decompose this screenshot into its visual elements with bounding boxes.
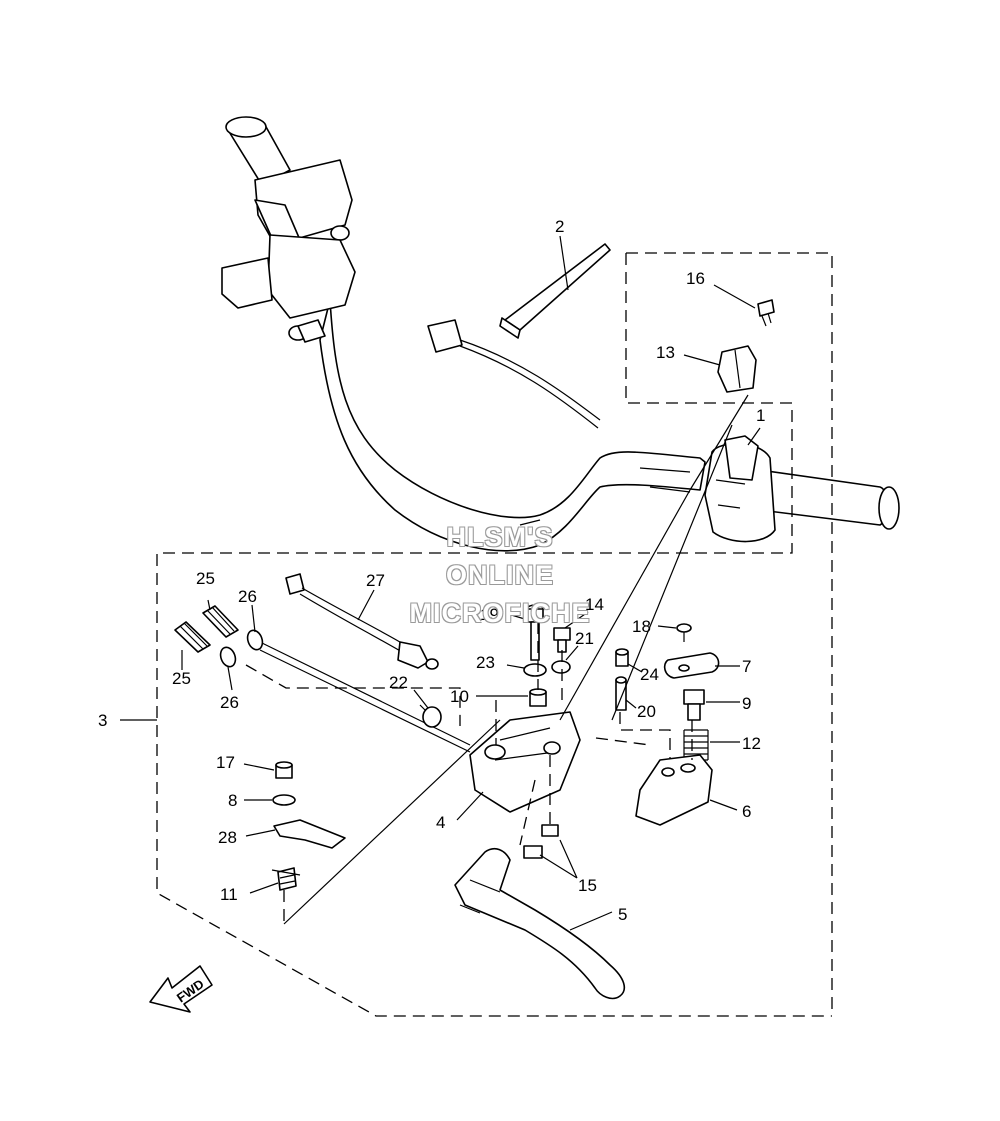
nut-15-a [541,824,559,837]
callout-25-top: 25 [196,569,215,588]
callout-27: 27 [366,571,385,590]
callout-22: 22 [389,673,408,692]
nut-15-b [523,845,543,859]
watermark-line-1: HLSM'S [446,522,554,552]
watermark-line-3: MICROFICHE [409,598,591,628]
fwd-arrow-icon: FWD [149,965,213,1013]
callout-1: 1 [756,406,765,425]
pin-24 [615,648,629,667]
callout-15: 15 [578,876,597,895]
callout-19: 19 [480,605,499,624]
cable-tie [499,243,611,339]
callout-20: 20 [637,702,656,721]
callout-24: 24 [640,665,659,684]
callout-14: 14 [585,595,604,614]
adjuster-25-bottom [174,621,211,653]
callout-16: 16 [686,269,705,288]
switch-wire-27 [285,573,439,670]
plate-28 [273,819,346,849]
cable-line [259,642,471,753]
callout-28: 28 [218,828,237,847]
grommet-22 [419,704,442,728]
bolt-9 [683,689,705,721]
nut-26-bottom [219,646,237,668]
callout-7: 7 [742,657,751,676]
callout-26-bottom: 26 [220,693,239,712]
adjuster-25-top [202,605,239,638]
nut-26-top [246,629,264,651]
callout-23: 23 [476,653,495,672]
collar-10 [529,688,547,707]
callout-17: 17 [216,753,235,772]
right-grip [759,469,900,530]
switch-assembly [704,435,776,543]
screw-18 [676,623,692,642]
callout-18: 18 [632,617,651,636]
callout-8: 8 [228,791,237,810]
alignment-lines [245,622,693,925]
callout-5: 5 [618,905,627,924]
left-grip [225,116,291,186]
washer-23 [523,663,547,677]
bracket-6 [635,754,713,826]
callout-26-top: 26 [238,587,257,606]
clutch-lever-5 [454,848,626,1000]
callout-25-bottom: 25 [172,669,191,688]
plate-7 [663,652,720,679]
callout-2: 2 [555,217,564,236]
handlebar [319,299,706,552]
bracket-13 [717,345,757,393]
callout-4: 4 [436,813,445,832]
callout-12: 12 [742,734,761,753]
wire-harness [427,319,601,429]
lever-holder-4 [469,711,581,813]
callout-3: 3 [98,711,107,730]
bolt-14 [553,627,571,653]
master-cylinder [221,159,356,343]
callout-11: 11 [220,885,238,904]
callout-10: 10 [450,687,469,706]
washer-21 [551,660,571,674]
callout-13: 13 [656,343,675,362]
callout-9: 9 [742,694,751,713]
washer-8 [272,794,296,806]
bolt-17 [275,761,293,779]
callout-labels: 1 2 3 4 5 6 7 8 9 10 11 12 13 14 15 16 1… [98,217,765,924]
callout-6: 6 [742,802,751,821]
spring-12 [683,729,709,761]
dashed-box-13-16 [156,252,833,1017]
screw-16 [757,299,775,327]
callout-21: 21 [575,629,594,648]
watermark-line-2: ONLINE [445,560,554,590]
bolt-19 [526,604,544,661]
leader-lines [120,235,761,931]
